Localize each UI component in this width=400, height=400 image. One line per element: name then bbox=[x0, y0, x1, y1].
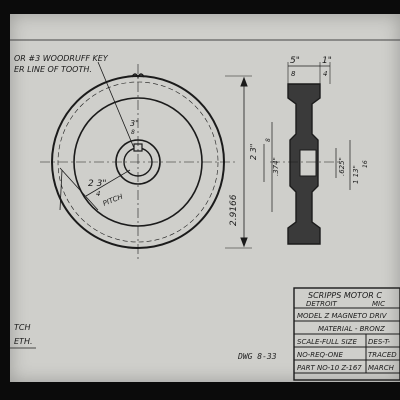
tb-scale: SCALE-FULL SIZE bbox=[297, 338, 357, 346]
pitch-leader bbox=[59, 167, 99, 211]
dim-1-13-16-den: 16 bbox=[362, 160, 369, 168]
gear-front-view bbox=[40, 61, 236, 260]
dia-3-8-label: 3" bbox=[130, 119, 139, 128]
tb-date: MARCH bbox=[368, 364, 395, 372]
dia-leader bbox=[85, 169, 131, 197]
hub-2-3-8-label: 2 3" bbox=[249, 144, 258, 160]
overall-dia-label: 2.9166 bbox=[229, 194, 239, 226]
bottom-note-1: TCH bbox=[14, 323, 31, 332]
width-5-8-label: 5" bbox=[290, 56, 300, 66]
tb-city1: DETROIT bbox=[306, 300, 338, 308]
key-note-line2: ER LINE OF TOOTH. bbox=[14, 65, 92, 74]
bore-section bbox=[299, 149, 317, 177]
dia-3-8-den: 8 bbox=[131, 129, 135, 136]
title-block bbox=[293, 287, 400, 381]
overall-dia-dimension bbox=[225, 75, 252, 249]
gear-section-view bbox=[263, 62, 351, 245]
dim-1-13-16-label: 1 13" bbox=[352, 165, 360, 184]
tb-traced: TRACED bbox=[368, 351, 397, 359]
key-leader bbox=[97, 61, 135, 149]
tb-des: DES-T- bbox=[368, 338, 391, 346]
width-1-4-label: 1" bbox=[322, 56, 332, 66]
width-5-8-den: 8 bbox=[291, 70, 296, 78]
dia-2-3-4-label: 2 3" bbox=[88, 179, 106, 189]
pitch-label: PITCH bbox=[102, 192, 125, 207]
dim-374-label: .374" bbox=[272, 157, 280, 176]
key-note-line1: OR #3 WOODRUFF KEY bbox=[14, 54, 109, 63]
tb-model: MODEL Z MAGNETO DRIV bbox=[297, 312, 388, 320]
tb-city2: MIC bbox=[372, 300, 385, 308]
dim-625-label: .625" bbox=[338, 157, 346, 176]
tb-material: MATERIAL - BRONZ bbox=[318, 325, 385, 333]
tb-company: SCRIPPS MOTOR C bbox=[308, 291, 382, 300]
dim-line-a bbox=[59, 169, 63, 211]
tb-req: NO-REQ-ONE bbox=[297, 351, 343, 359]
bottom-note-2: ETH. bbox=[14, 337, 33, 346]
hub-2-3-8-den: 8 bbox=[265, 138, 272, 142]
dia-2-3-4-den: 4 bbox=[96, 190, 100, 198]
tb-part: PART NO-10 Z-167 bbox=[297, 364, 362, 372]
width-1-4-den: 4 bbox=[323, 70, 327, 78]
drawing-number: DWG 8-33 bbox=[238, 352, 277, 361]
